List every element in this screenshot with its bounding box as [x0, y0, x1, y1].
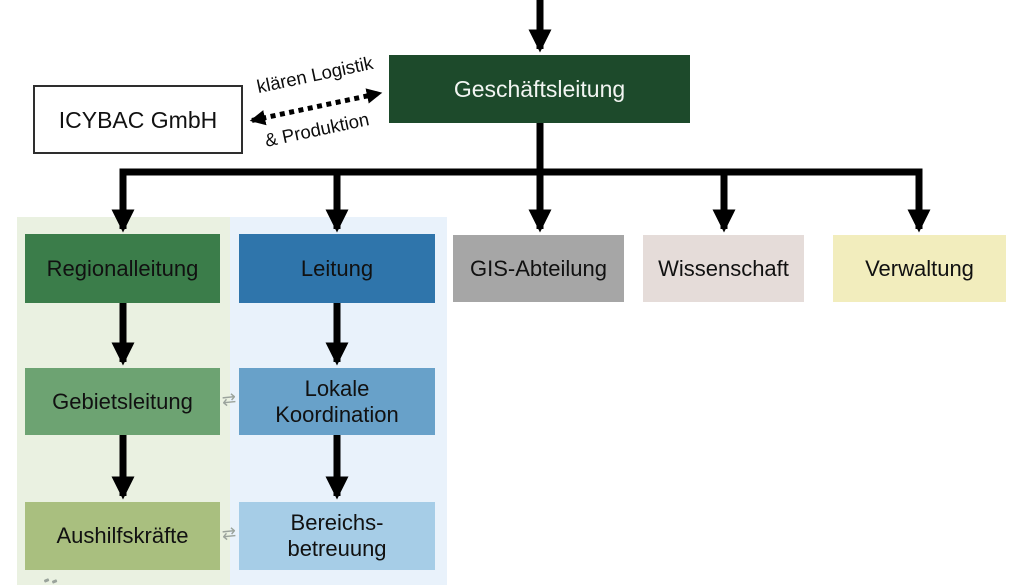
partner-box: ICYBAC GmbH [33, 85, 243, 154]
dashed-link [249, 88, 383, 126]
node-verwaltung: Verwaltung [833, 235, 1006, 302]
swap-arrows-icon: ⇄ [220, 522, 238, 544]
node-regionalleitung: Regionalleitung [25, 234, 220, 303]
solid-connectors [111, 0, 931, 500]
node-lokale-koordination: Lokale Koordination [239, 368, 435, 435]
node-wissenschaft: Wissenschaft [643, 235, 804, 302]
node-gis-abteilung: GIS-Abteilung [453, 235, 624, 302]
node-bereichsbetreuung: Bereichs-betreuung [239, 502, 435, 570]
swap-arrows-icon: ⇄ [220, 388, 238, 410]
node-leitung: Leitung [239, 234, 435, 303]
node-gebietsleitung: Gebietsleitung [25, 368, 220, 435]
node-aushilfskraefte: Aushilfskräfte [25, 502, 220, 570]
root-box: Geschäftsleitung [389, 55, 690, 123]
dashed-double-arrow [249, 88, 383, 126]
